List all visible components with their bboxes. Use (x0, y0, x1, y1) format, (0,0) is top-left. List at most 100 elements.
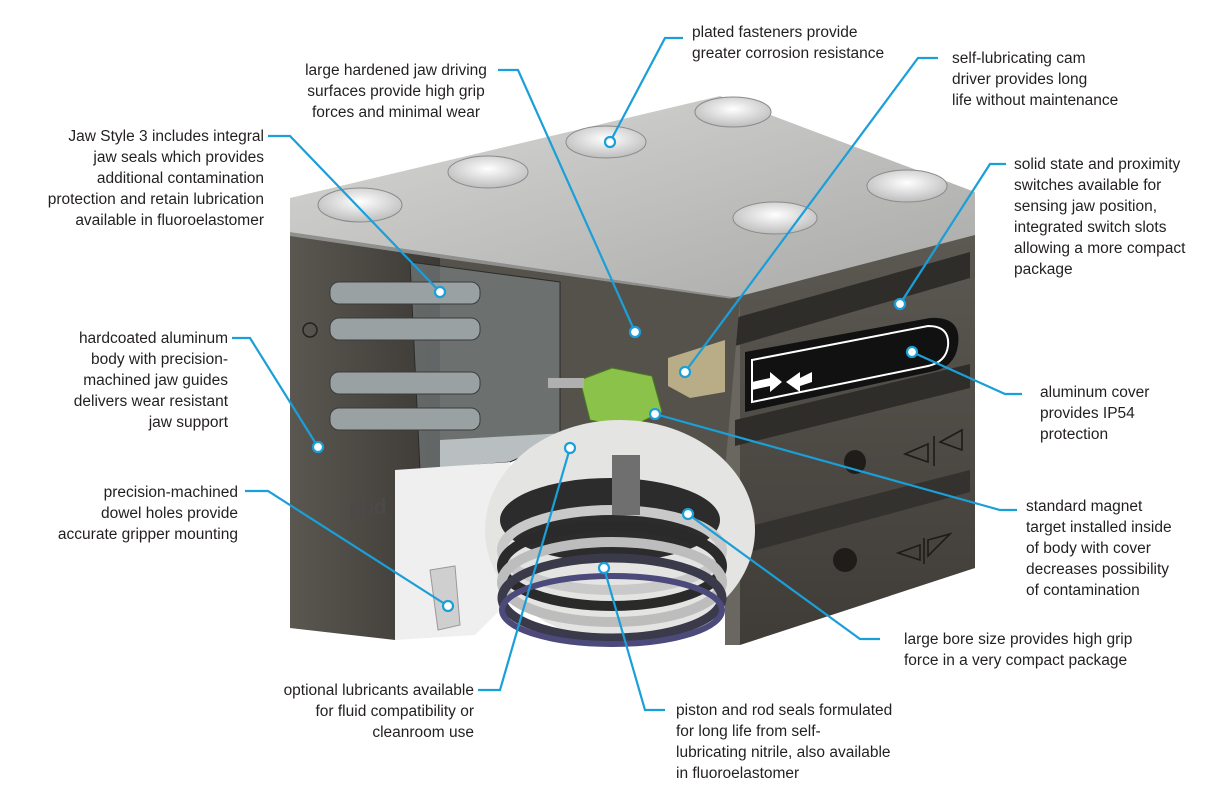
dot-seals (597, 561, 611, 575)
callout-line: available in fluoroelastomer (75, 212, 264, 229)
callout-cover: aluminum cover provides IP54 protection (1040, 382, 1149, 445)
screw-icon (866, 169, 948, 203)
callout-line: lubricating nitrile, also available (676, 744, 891, 761)
magnet-rod (548, 378, 584, 388)
callout-jaw-style: Jaw Style 3 includes integral jaw seals … (14, 126, 264, 231)
callout-line: jaw support (148, 414, 228, 431)
callout-line: protection and retain lubrication (47, 191, 264, 208)
callout-line: life without maintenance (952, 92, 1119, 109)
dot-jaw-driving (628, 325, 642, 339)
dot-jaw-style (433, 285, 447, 299)
callout-line: switches available for (1014, 177, 1162, 194)
piston-base (499, 573, 725, 647)
callout-line: surfaces provide high grip (307, 83, 485, 100)
screw-icon (732, 201, 818, 235)
switch-slot-upper (735, 252, 970, 346)
callout-bore: large bore size provides high grip force… (904, 629, 1132, 671)
callout-line: self-lubricating cam (952, 50, 1086, 67)
dot-cam (678, 365, 692, 379)
leader-bore (687, 513, 880, 641)
screw-icon (694, 96, 772, 128)
callout-magnet: standard magnet target installed inside … (1026, 496, 1172, 601)
callout-line: dowel holes provide (100, 505, 238, 522)
screw-icon (447, 155, 529, 189)
leader-magnet (654, 412, 1017, 512)
callout-line: precision-machined (103, 484, 238, 501)
switch-slot-lower (735, 364, 970, 446)
dowel-hole (429, 565, 461, 631)
leader-switches (899, 162, 1006, 305)
leader-body (232, 336, 319, 448)
leader-jaw-style (268, 134, 441, 293)
callout-line: of body with cover (1026, 540, 1151, 557)
dot-bore (681, 507, 695, 521)
callout-line: target installed inside (1026, 519, 1172, 536)
leader-cam (684, 56, 938, 373)
callout-line: standard magnet (1026, 498, 1143, 515)
callout-line: allowing a more compact (1014, 240, 1186, 257)
callout-line: machined jaw guides (83, 372, 228, 389)
dot-body (311, 440, 325, 454)
piston-seal-1 (497, 521, 727, 611)
leader-jaw-driving (498, 68, 637, 333)
fastener-screws (317, 96, 948, 235)
jaw-rod-3 (329, 371, 481, 395)
callout-line: decreases possibility (1026, 561, 1170, 578)
leader-lubricants (478, 447, 572, 692)
jaw-rod-2 (329, 317, 481, 341)
top-plate (290, 96, 975, 298)
dot-switches (893, 297, 907, 311)
screw-icon (317, 187, 403, 223)
callout-line: aluminum cover (1040, 384, 1150, 401)
leader-dots (311, 135, 919, 613)
callout-line: large bore size provides high grip (904, 631, 1133, 648)
callout-lubricants: optional lubricants available for fluid … (246, 680, 474, 743)
callout-line: hardcoated aluminum (78, 330, 228, 347)
dot-magnet (648, 407, 662, 421)
dot-lubricants (563, 441, 577, 455)
callout-line: force in a very compact package (904, 652, 1128, 669)
arrow-left-icon (786, 372, 812, 392)
leader-cover (911, 350, 1022, 396)
callout-line: provides IP54 (1040, 405, 1135, 422)
callout-dowel: precision-machined dowel holes provide a… (30, 482, 238, 545)
magnet-target (579, 367, 663, 429)
switch-slot-bottom (735, 470, 970, 556)
callout-line: solid state and proximity (1014, 156, 1181, 173)
dowel-block (395, 462, 510, 640)
dot-fasteners (603, 135, 617, 149)
cover-outline (751, 324, 950, 404)
gripper-body (290, 96, 975, 647)
jaw-rod-4 (329, 407, 481, 431)
callout-line: in fluoroelastomer (676, 765, 800, 782)
callout-fasteners: plated fasteners provide greater corrosi… (692, 22, 884, 64)
callout-line: plated fasteners provide (692, 24, 858, 41)
callout-line: driver provides long (952, 71, 1088, 88)
body-mark-icon (302, 322, 318, 338)
callout-line: cleanroom use (372, 724, 474, 741)
dot-cover (905, 345, 919, 359)
callout-line: protection (1040, 426, 1109, 443)
callout-line: jaw seals which provides (93, 149, 264, 166)
callout-line: delivers wear resistant (73, 393, 228, 410)
piston-ring-2 (497, 537, 727, 627)
callout-line: piston and rod seals formulated (676, 702, 893, 719)
jaw-close-symbol-icon (895, 532, 953, 564)
callout-line: body with precision- (91, 351, 228, 368)
callout-line: greater corrosion resistance (692, 45, 885, 62)
dot-dowel (441, 599, 455, 613)
callout-line: integrated switch slots (1014, 219, 1167, 236)
leader-seals (602, 567, 665, 712)
callout-line: accurate gripper mounting (57, 526, 238, 543)
callout-line: forces and minimal wear (312, 104, 480, 121)
callout-cam: self-lubricating cam driver provides lon… (952, 48, 1118, 111)
callout-line: large hardened jaw driving (305, 62, 487, 79)
jaw-rod-1 (329, 281, 481, 305)
callout-line: for long life from self- (676, 723, 821, 740)
callout-switches: solid state and proximity switches avail… (1014, 154, 1185, 280)
callout-line: for fluid compatibility or (315, 703, 474, 720)
mounting-hole-lower (833, 548, 857, 572)
piston-seal-2 (497, 553, 727, 643)
callout-line: Jaw Style 3 includes integral (68, 128, 264, 145)
